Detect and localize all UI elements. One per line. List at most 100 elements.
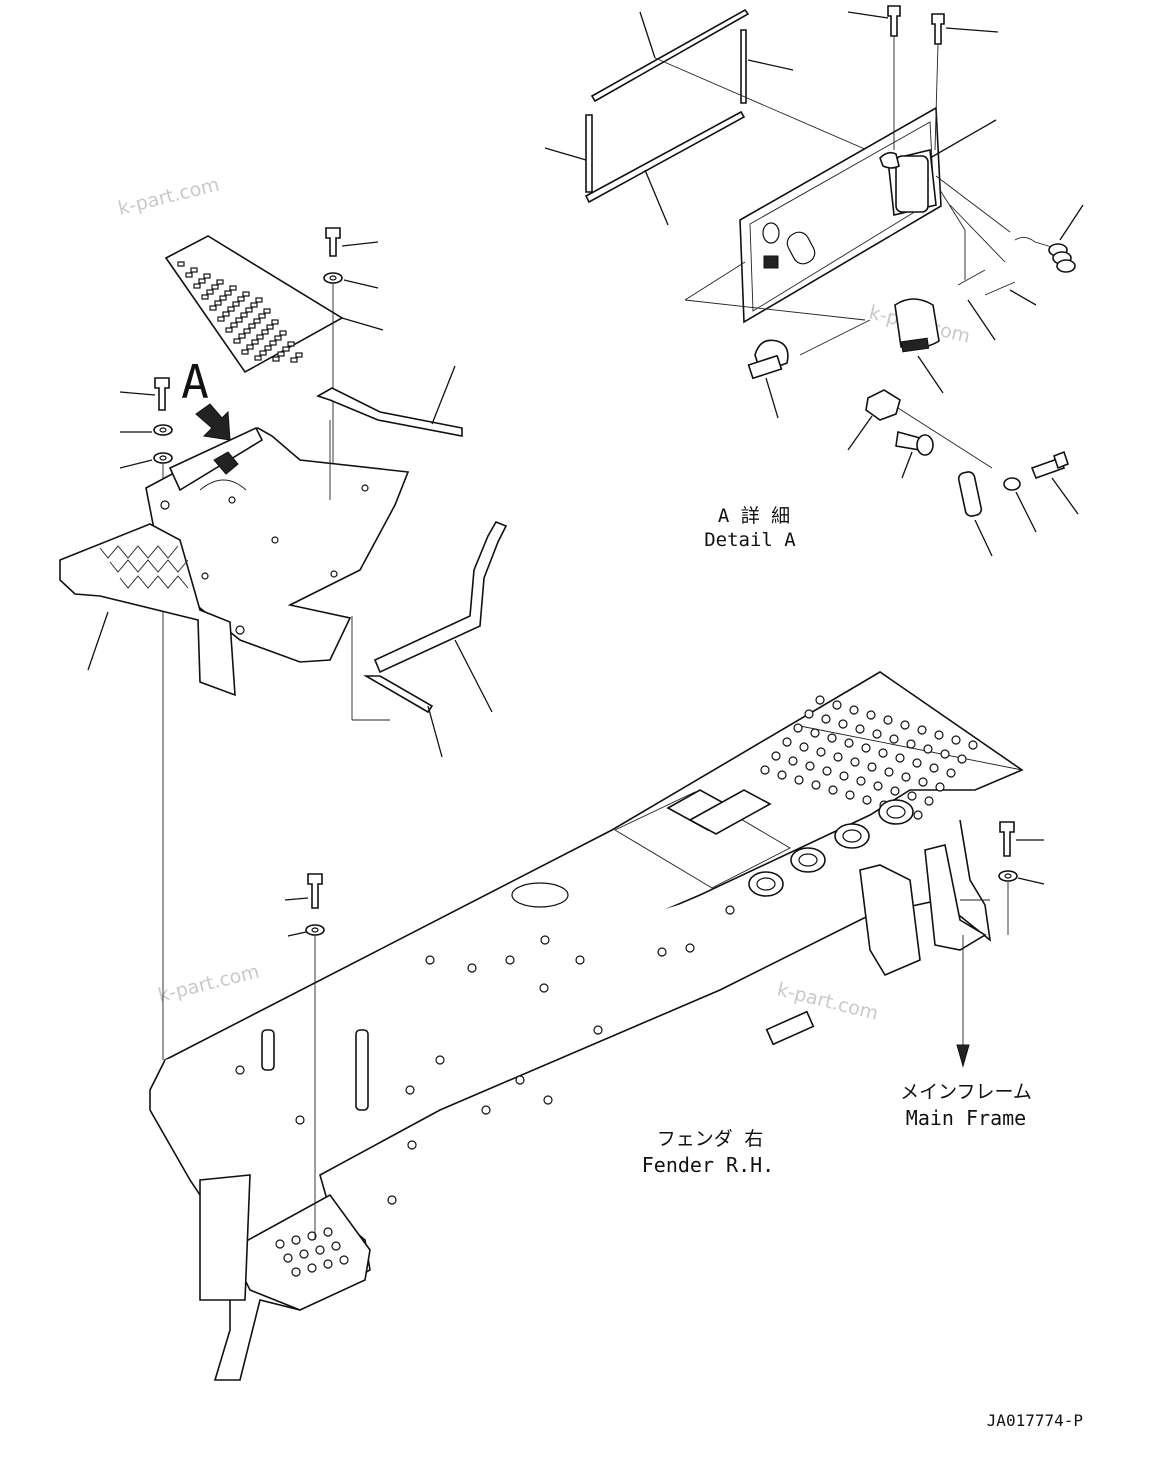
- plate-slot: [177, 261, 185, 267]
- plate-slot: [250, 302, 258, 308]
- lock-latch-parts: [747, 298, 1079, 557]
- frame-plate-hole: [828, 785, 838, 795]
- frame-plate-hole: [907, 791, 917, 801]
- plate-slot: [256, 334, 264, 340]
- frame-hole: [593, 1025, 603, 1035]
- main-frame: [149, 671, 1024, 1381]
- frame-plate-hole: [946, 768, 956, 778]
- frame-plate-hole: [917, 725, 927, 735]
- foot-plate-hole: [291, 1267, 301, 1277]
- plate-slot: [242, 291, 250, 297]
- frame-hole: [481, 1105, 491, 1115]
- frame-plate-hole: [799, 742, 809, 752]
- seal-strips: [544, 8, 891, 226]
- frame-plate-hole: [816, 747, 826, 757]
- frame-plate-hole: [833, 752, 843, 762]
- plate-slot: [274, 335, 282, 341]
- frame-plate-hole: [771, 751, 781, 761]
- frame-plate-hole: [855, 724, 865, 734]
- frame-plate-hole: [929, 763, 939, 773]
- frame-plate-hole: [906, 739, 916, 749]
- plate-slot: [209, 305, 217, 311]
- frame-plate-hole: [889, 734, 899, 744]
- frame-hole: [543, 1095, 553, 1105]
- foot-plate-hole: [307, 1231, 317, 1241]
- foot-plate-hole: [275, 1239, 285, 1249]
- frame-plate-hole: [873, 781, 883, 791]
- right-fender-assembly: [59, 426, 410, 697]
- frame-plate-hole: [872, 729, 882, 739]
- foot-plate-hole: [307, 1263, 317, 1273]
- plate-slot: [287, 341, 295, 347]
- watermark: k-part.com: [775, 979, 881, 1025]
- frame-plate-hole: [866, 710, 876, 720]
- frame-plate-hole: [804, 709, 814, 719]
- plate-slot: [201, 294, 209, 300]
- plate-slot: [219, 295, 227, 301]
- plate-slot: [266, 324, 274, 330]
- frame-hole: [235, 1065, 245, 1075]
- plate-slot: [230, 322, 238, 328]
- foot-plate-hole: [283, 1253, 293, 1263]
- plate-slot: [232, 301, 240, 307]
- frame-plate-hole: [913, 810, 923, 820]
- frame-hole: [405, 1085, 415, 1095]
- frame-hole: [425, 955, 435, 965]
- fender-label-jp: フェンダ 右: [657, 1128, 763, 1150]
- foot-plate-hole: [323, 1259, 333, 1269]
- frame-boss-bore: [842, 829, 862, 843]
- frame-plate-hole: [850, 757, 860, 767]
- plate-slot: [277, 351, 285, 357]
- frame-plate-hole: [832, 700, 842, 710]
- frame-plate-hole: [788, 756, 798, 766]
- plate-slot: [203, 273, 211, 279]
- plate-slot: [272, 356, 280, 362]
- plate-slot: [269, 340, 277, 346]
- plate-slot: [229, 285, 237, 291]
- frame-plate-hole: [884, 767, 894, 777]
- frame-plate-hole: [839, 771, 849, 781]
- foot-plate-hole: [331, 1241, 341, 1251]
- plate-slot: [261, 329, 269, 335]
- frame-plate-hole: [883, 715, 893, 725]
- main-frame-label-jp: メインフレーム: [900, 1081, 1032, 1103]
- frame-hole: [295, 1115, 305, 1125]
- plate-slot: [185, 272, 193, 278]
- plate-slot: [248, 323, 256, 329]
- frame-hole: [685, 943, 695, 953]
- frame-plate-hole: [827, 733, 837, 743]
- frame-plate-hole: [777, 770, 787, 780]
- view-a-marker: A: [181, 355, 209, 409]
- frame-plate-hole: [900, 720, 910, 730]
- frame-plate-hole: [878, 748, 888, 758]
- foot-plate-hole: [323, 1227, 333, 1237]
- frame-hole: [539, 983, 549, 993]
- plate-slot: [235, 317, 243, 323]
- plate-slot: [240, 312, 248, 318]
- foot-plate-hole: [299, 1249, 309, 1259]
- frame-plate-hole: [815, 695, 825, 705]
- plate-slot: [254, 355, 262, 361]
- plate-slot: [259, 350, 267, 356]
- plate-slot: [233, 338, 241, 344]
- plate-slot: [222, 311, 230, 317]
- frame-plate-hole: [861, 743, 871, 753]
- detail-a-title-jp: A 詳 細: [718, 505, 790, 527]
- drawing-code: JA017774-P: [987, 1411, 1083, 1430]
- frame-hole: [407, 1140, 417, 1150]
- plate-slot: [279, 330, 287, 336]
- plate-slot: [263, 308, 271, 314]
- plate-slot: [216, 279, 224, 285]
- frame-plate-hole: [760, 765, 770, 775]
- door-hinge-bolts: [847, 5, 999, 159]
- foot-plate-hole: [291, 1235, 301, 1245]
- frame-plate-hole: [782, 737, 792, 747]
- plate-slot: [255, 297, 263, 303]
- frame-plate-hole: [867, 762, 877, 772]
- main-frame-label-en: Main Frame: [906, 1106, 1026, 1130]
- frame-plate-hole: [918, 777, 928, 787]
- frame-plate-hole: [805, 761, 815, 771]
- frame-hole: [387, 1195, 397, 1205]
- frame-plate-hole: [912, 758, 922, 768]
